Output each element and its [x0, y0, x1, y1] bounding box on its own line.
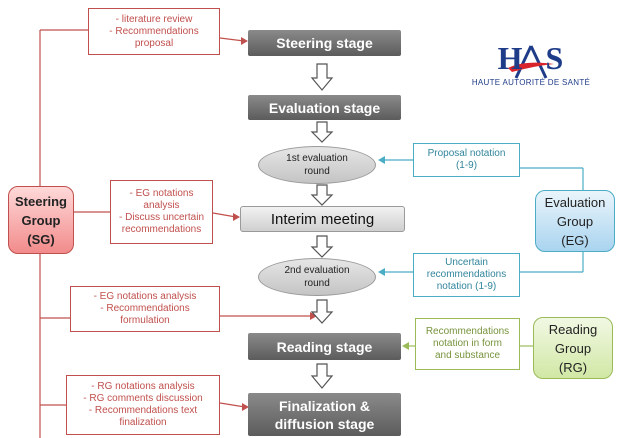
note-line: (1-9) — [455, 160, 478, 171]
steering-group: Steering Group (SG) — [8, 186, 74, 254]
note-line: notation (1-9) — [436, 281, 497, 292]
finalization-stage-label-line1: Finalization & — [279, 397, 370, 414]
note-line: Recommendations — [425, 326, 510, 337]
evaluation-stage-label: Evaluation stage — [268, 99, 381, 116]
steering-group-line1: Steering — [14, 193, 67, 209]
reading-group-line3: (RG) — [558, 359, 588, 375]
first-evaluation-round-label: 1st evaluation round — [286, 153, 348, 177]
evaluation-group: Evaluation Group (EG) — [535, 190, 615, 252]
second-evaluation-round: 2nd evaluation round — [258, 258, 376, 296]
has-logo-swoosh-icon — [508, 45, 554, 79]
note-line: - literature review — [115, 13, 193, 25]
steering-stage: Steering stage — [248, 30, 401, 56]
reading-group-line1: Reading — [548, 321, 598, 337]
sg-steering-note: - literature review - Recommendations pr… — [88, 8, 220, 55]
has-logo-subtitle: HAUTE AUTORITÉ DE SANTÉ — [471, 78, 591, 87]
note-line: - Recommendations text — [88, 405, 198, 416]
note-line: Proposal notation — [427, 148, 506, 159]
note-line: recommendations — [426, 269, 507, 280]
first-evaluation-round: 1st evaluation round — [258, 146, 376, 184]
note-line: recommendations — [121, 224, 202, 235]
reading-group-line2: Group — [554, 340, 592, 356]
note-line: finalization — [119, 417, 167, 428]
reading-stage-label: Reading stage — [276, 338, 373, 355]
note-line: - EG notations — [129, 188, 194, 199]
sg-interim-note: - EG notations analysis - Discuss uncert… — [110, 180, 213, 244]
note-line: - RG comments discussion — [83, 393, 203, 404]
note-line: - RG notations analysis — [91, 381, 195, 392]
note-line: Uncertain — [445, 257, 488, 268]
rg-reading-note: Recommendations notation in form and sub… — [415, 318, 520, 370]
note-line: - Recommendations — [109, 25, 199, 37]
reading-group: Reading Group (RG) — [533, 317, 613, 379]
sg-reading-note: - EG notations analysis - Recommendation… — [70, 286, 220, 332]
note-line: proposal — [134, 37, 174, 49]
steering-group-line3: (SG) — [27, 231, 55, 247]
finalization-stage-label-line2: diffusion stage — [274, 415, 375, 432]
evaluation-group-line1: Evaluation — [544, 194, 606, 210]
steering-group-line2: Group — [21, 212, 61, 228]
note-line: - Recommendations — [100, 303, 190, 314]
note-line: - EG notations analysis — [93, 291, 197, 302]
reading-stage: Reading stage — [248, 333, 401, 360]
evaluation-group-line3: (EG) — [561, 232, 589, 248]
second-evaluation-round-label: 2nd evaluation round — [284, 265, 350, 289]
note-line: - Discuss uncertain — [118, 212, 205, 223]
eg-round1-note: Proposal notation (1-9) — [413, 143, 520, 177]
note-line: and substance — [434, 350, 501, 361]
note-line: notation in form — [433, 338, 502, 349]
sg-final-note: - RG notations analysis - RG comments di… — [66, 375, 220, 435]
interim-meeting-label: Interim meeting — [270, 210, 375, 228]
note-line: analysis — [143, 200, 180, 211]
evaluation-group-line2: Group — [556, 213, 594, 229]
finalization-stage: Finalization & diffusion stage — [248, 393, 401, 436]
steering-stage-label: Steering stage — [276, 35, 373, 51]
eg-round2-note: Uncertain recommendations notation (1-9) — [413, 253, 520, 297]
interim-meeting: Interim meeting — [240, 206, 405, 232]
evaluation-stage: Evaluation stage — [248, 95, 401, 120]
note-line: formulation — [120, 315, 170, 326]
